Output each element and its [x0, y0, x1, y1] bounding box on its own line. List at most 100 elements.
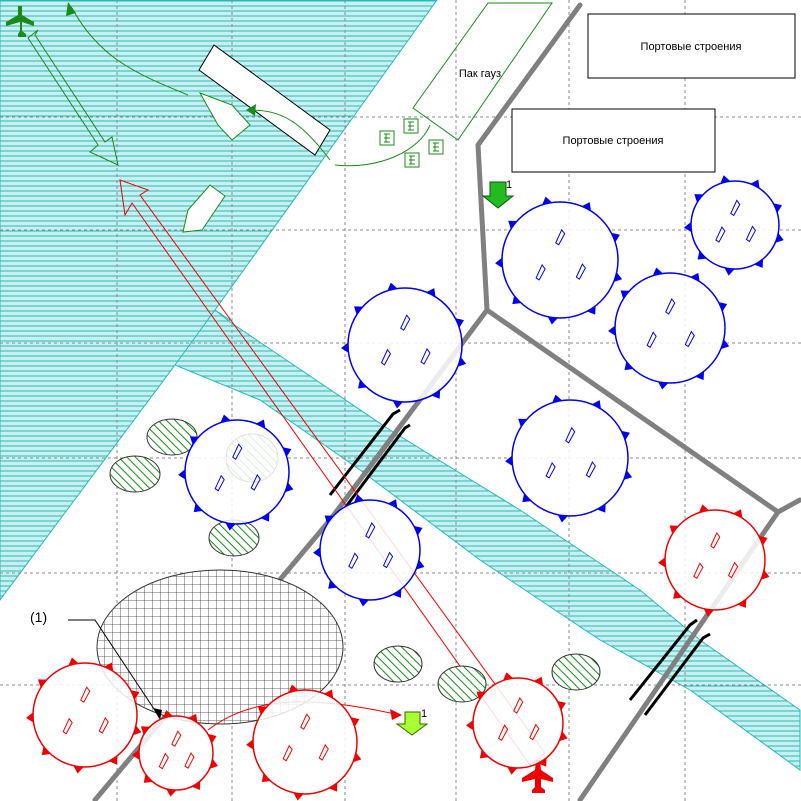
- unit-tooth: [208, 734, 217, 744]
- unit-tooth: [476, 691, 486, 700]
- unit-tooth: [466, 720, 474, 731]
- hq-flag-icon: [379, 118, 444, 168]
- unit-tooth: [652, 267, 663, 276]
- unit-tooth: [613, 272, 623, 282]
- bridge-icon: [328, 408, 711, 716]
- unit-tooth: [690, 272, 700, 282]
- tank-icon: [585, 461, 596, 478]
- tank-icon: [565, 426, 576, 444]
- tank-icon: [348, 552, 359, 570]
- unit-tooth: [587, 306, 596, 315]
- unit-tooth: [392, 400, 403, 409]
- unit-tooth: [694, 194, 703, 203]
- enemy-unit: [466, 672, 568, 775]
- unit-tooth: [507, 767, 518, 775]
- unit-tooth: [720, 175, 731, 184]
- aircraft-icon: [522, 760, 553, 793]
- unit-tooth: [188, 713, 198, 723]
- unit-tooth: [108, 755, 118, 765]
- port-building-label-2: Портовые строения: [563, 135, 664, 147]
- tank-icon: [158, 752, 169, 770]
- unit-tooth: [162, 710, 173, 719]
- tank-icon: [420, 347, 431, 365]
- enemy-unit: [658, 504, 770, 617]
- tank-icon: [684, 330, 695, 348]
- callout: (1): [30, 609, 162, 720]
- tank-icon: [171, 730, 182, 747]
- unit-tooth: [455, 318, 464, 328]
- friendly-unit: [178, 414, 294, 531]
- unit-tooth: [733, 509, 743, 518]
- tank-icon: [730, 199, 741, 217]
- unit-layer: [26, 175, 784, 801]
- tank-icon: [62, 717, 73, 735]
- unit-tooth: [479, 749, 489, 759]
- port-building-2: Портовые строения: [511, 108, 716, 173]
- unit-tooth: [754, 259, 764, 268]
- unit-tooth: [547, 316, 558, 325]
- unit-tooth: [220, 414, 231, 423]
- unit-tooth: [552, 394, 563, 403]
- tank-icon: [282, 744, 293, 762]
- unit-tooth: [697, 251, 707, 260]
- drop-arrow-icon: 1: [481, 179, 515, 209]
- unit-tooth: [285, 482, 294, 493]
- unit-tooth: [358, 380, 367, 389]
- unit-tooth: [611, 232, 620, 243]
- enemy-unit: [132, 710, 219, 797]
- tank-icon: [710, 532, 721, 549]
- unit-tooth: [773, 203, 783, 213]
- unit-tooth: [324, 689, 334, 699]
- unit-tooth: [658, 557, 666, 568]
- unit-tooth: [669, 525, 679, 534]
- unit-tooth: [324, 515, 334, 524]
- unit-tooth: [522, 493, 531, 503]
- unit-tooth: [718, 302, 728, 312]
- unit-tooth: [431, 390, 441, 399]
- tank-icon: [646, 331, 657, 349]
- unit-tooth: [557, 514, 568, 523]
- aircraft-icon: [6, 6, 34, 37]
- unit-tooth: [721, 339, 730, 350]
- unit-tooth: [597, 504, 606, 513]
- unit-tooth: [225, 522, 236, 531]
- unit-tooth: [759, 536, 768, 546]
- unit-tooth: [178, 469, 186, 480]
- unit-tooth: [41, 746, 51, 756]
- unit-tooth: [354, 494, 364, 503]
- tank-icon: [497, 724, 509, 741]
- unit-tooth: [341, 342, 349, 353]
- enemy-unit: [26, 657, 142, 774]
- unit-tooth: [658, 381, 669, 390]
- arrow-head-icon: [66, 2, 256, 116]
- unit-tooth: [282, 447, 292, 457]
- unit-tooth: [246, 739, 254, 750]
- unit-tooth: [512, 295, 521, 305]
- tank-icon: [513, 697, 524, 714]
- naval-track: [71, 7, 431, 167]
- tank-icon: [575, 263, 586, 280]
- water-bay: [0, 0, 438, 601]
- unit-tooth: [703, 608, 714, 617]
- unit-tooth: [592, 400, 601, 409]
- unit-tooth: [354, 306, 363, 315]
- unit-tooth: [104, 662, 114, 672]
- unit-tooth: [623, 470, 633, 480]
- unit-tooth: [37, 679, 47, 688]
- enemy-unit: [246, 684, 362, 801]
- unit-tooth: [750, 179, 760, 189]
- unit-tooth: [256, 419, 266, 429]
- unit-tooth: [73, 765, 84, 774]
- tank-icon: [727, 561, 739, 579]
- unit-tooth: [699, 504, 709, 513]
- unit-tooth: [457, 357, 467, 367]
- unit-tooth: [288, 684, 299, 693]
- unit-tooth: [133, 725, 142, 736]
- drop-marker-label-top: 1: [506, 179, 512, 191]
- friendly-unit: [341, 282, 467, 409]
- drop-arrow-icon: 1: [395, 708, 429, 736]
- ship: [182, 92, 251, 233]
- unit-tooth: [559, 731, 568, 742]
- unit-tooth: [68, 657, 79, 666]
- unit-tooth: [761, 569, 770, 580]
